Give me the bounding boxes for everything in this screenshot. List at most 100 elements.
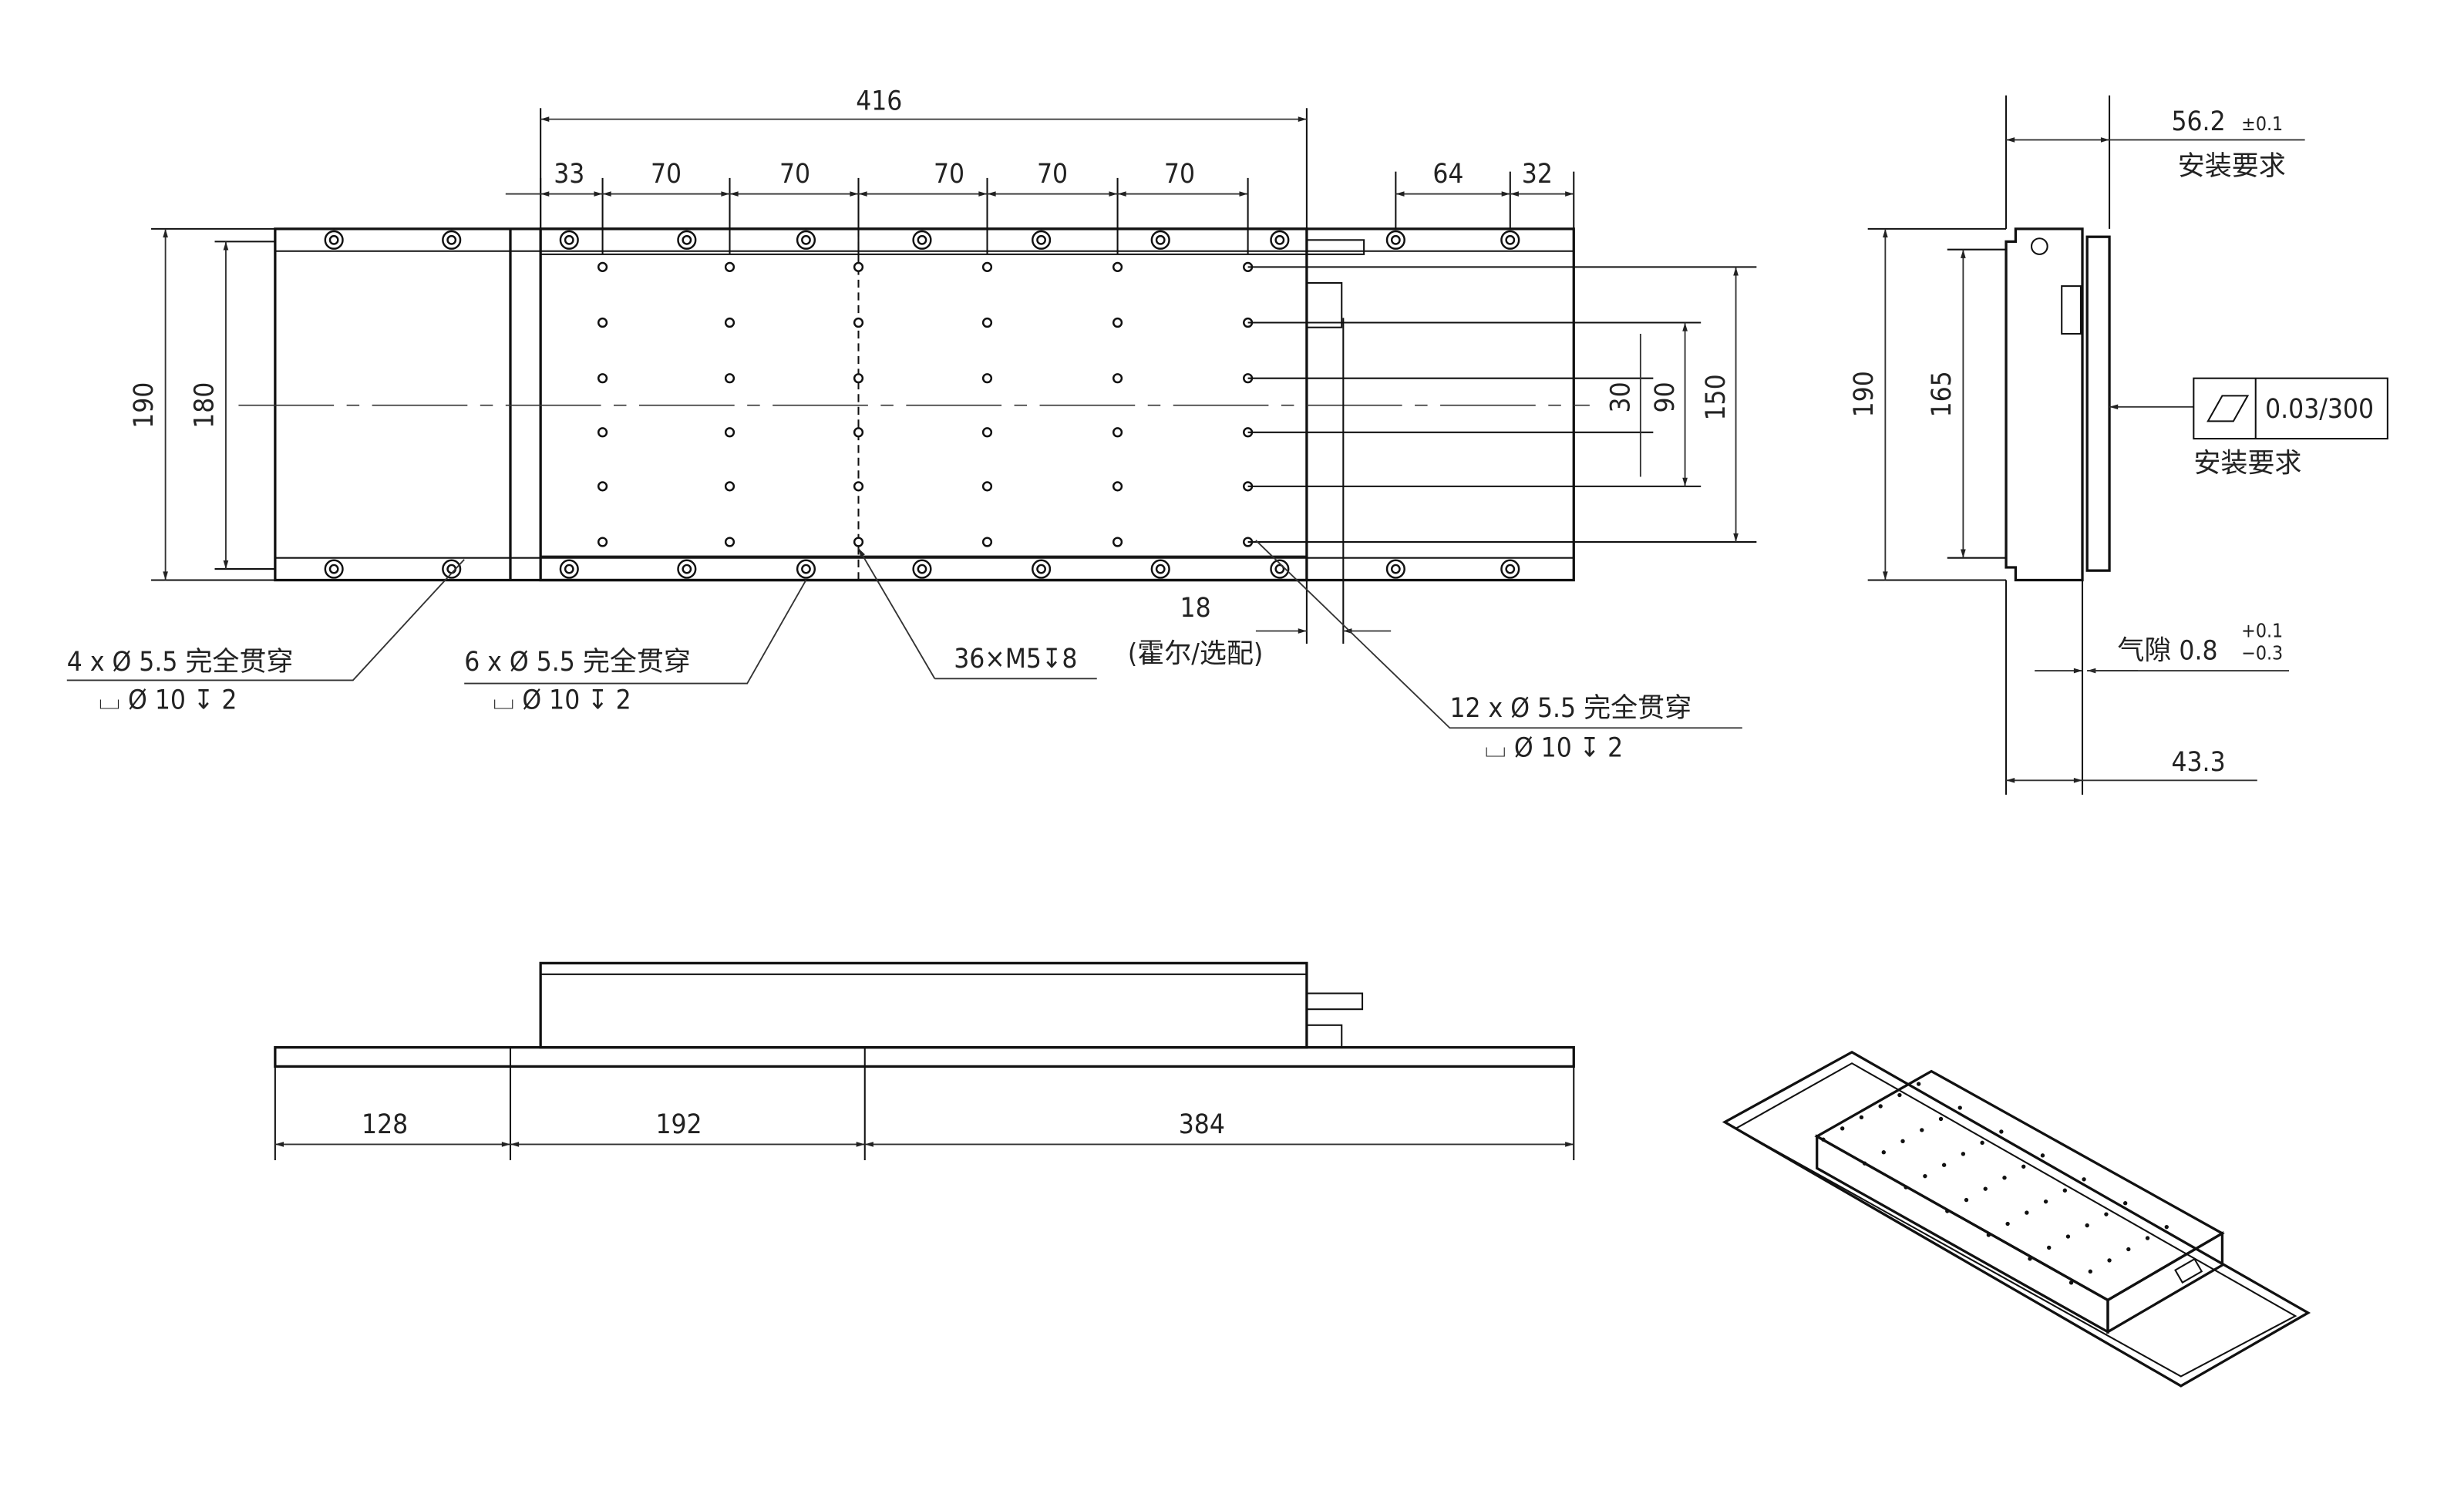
- iso-hole: [2047, 1245, 2052, 1250]
- dim-56-2-tol: ±0.1: [2241, 113, 2283, 135]
- iso-hole: [1821, 1137, 1826, 1142]
- mount-hole: [724, 481, 735, 492]
- iso-hole: [1983, 1186, 1988, 1191]
- dim-pitch: 70: [1037, 158, 1068, 190]
- iso-hole: [1904, 1185, 1908, 1189]
- mount-hole: [597, 481, 608, 492]
- dim-150: 150: [1700, 374, 1732, 420]
- mount-hole: [1112, 481, 1123, 492]
- iso-hole: [1957, 1105, 1962, 1110]
- through-hole: [1390, 234, 1401, 245]
- callout-mid-bottom: ⌴ Ø 10 ↧ 2: [493, 685, 631, 716]
- through-hole: [1155, 564, 1166, 574]
- through-hole: [682, 564, 692, 574]
- mount-hole: [853, 261, 864, 272]
- mount-hole: [597, 317, 608, 328]
- mount-hole: [597, 261, 608, 272]
- callout-left-top: 4 x Ø 5.5 完全贯穿: [67, 646, 294, 678]
- dim-pitch: 70: [779, 158, 810, 190]
- mount-hole: [1112, 427, 1123, 438]
- mount-hole: [981, 537, 993, 547]
- dim-64: 64: [1432, 158, 1463, 190]
- mount-hole: [724, 373, 735, 384]
- air-gap-label: 气隙 0.8: [2117, 635, 2217, 667]
- end-view: 56.2 ±0.1 安装要求 190 165 0.03/300 安装要求 气隙 …: [1848, 95, 2388, 795]
- through-hole: [917, 234, 927, 245]
- dim-384: 384: [1179, 1109, 1225, 1140]
- iso-hole: [2126, 1247, 2131, 1252]
- through-hole: [1274, 564, 1285, 574]
- dim-165: 165: [1926, 371, 1957, 417]
- iso-hole: [2043, 1199, 2048, 1204]
- iso-hole: [1881, 1150, 1886, 1155]
- callout-right-top: 12 x Ø 5.5 完全贯穿: [1449, 692, 1691, 724]
- iso-hole: [1986, 1233, 1991, 1237]
- mount-hole: [597, 427, 608, 438]
- iso-hole: [2025, 1210, 2029, 1215]
- dim-416: 416: [856, 85, 902, 116]
- iso-hole: [2082, 1177, 2086, 1182]
- dim-43-3: 43.3: [2171, 746, 2225, 778]
- iso-hole: [2028, 1257, 2032, 1261]
- dim-32: 32: [1522, 158, 1553, 190]
- iso-hole: [2104, 1212, 2109, 1216]
- dim-128: 128: [362, 1109, 408, 1140]
- dim-30: 30: [1604, 382, 1636, 412]
- through-hole: [328, 234, 339, 245]
- mount-hole: [853, 427, 864, 438]
- mount-hole: [597, 373, 608, 384]
- through-hole: [801, 564, 811, 574]
- through-hole: [1036, 564, 1046, 574]
- cable-connector: [1305, 239, 1365, 255]
- side-view: 128 192 384: [274, 961, 1575, 1161]
- mount-hole: [1112, 537, 1123, 547]
- iso-hole: [2005, 1221, 2010, 1226]
- iso-hole: [2002, 1176, 2007, 1180]
- dim-190: 190: [128, 382, 160, 429]
- install-requirement: 安装要求: [2178, 150, 2286, 182]
- isometric-view: [1722, 1050, 2311, 1388]
- iso-hole: [1964, 1197, 1969, 1203]
- through-hole: [1505, 234, 1516, 245]
- through-hole: [1390, 564, 1401, 574]
- callout-mid-top: 6 x Ø 5.5 完全贯穿: [464, 646, 691, 678]
- iso-hole: [2021, 1164, 2026, 1169]
- thread-note: 36×M5↧8: [954, 643, 1077, 675]
- dim-192: 192: [655, 1109, 702, 1140]
- mount-hole: [724, 537, 735, 547]
- mount-hole: [981, 427, 993, 438]
- through-hole: [328, 564, 339, 574]
- through-hole: [446, 564, 457, 574]
- parallelism-icon: [2206, 395, 2250, 422]
- mount-hole: [724, 317, 735, 328]
- mount-hole: [853, 481, 864, 492]
- iso-hole: [2040, 1153, 2045, 1158]
- through-hole: [1155, 234, 1166, 245]
- dim-90: 90: [1649, 382, 1681, 412]
- mount-hole: [981, 317, 993, 328]
- iso-hole: [2164, 1224, 2169, 1230]
- iso-hole: [1945, 1209, 1950, 1213]
- hall-note: (霍尔/选配): [1128, 638, 1263, 670]
- dim-pitch: 70: [651, 158, 682, 190]
- iso-hole: [1923, 1173, 1927, 1179]
- iso-hole: [2085, 1223, 2089, 1228]
- iso-hole: [2145, 1236, 2150, 1240]
- iso-hole: [1897, 1092, 1902, 1098]
- dim-pitch: 70: [1164, 158, 1195, 190]
- mount-hole: [1112, 317, 1123, 328]
- mount-hole: [724, 261, 735, 272]
- through-hole: [564, 564, 574, 574]
- iso-hole: [2068, 1280, 2074, 1285]
- through-hole: [682, 234, 692, 245]
- mover-outline: [539, 227, 1308, 582]
- iso-hole: [1938, 1116, 1944, 1122]
- mount-hole: [597, 537, 608, 547]
- through-hole: [1505, 564, 1516, 574]
- mount-hole: [853, 373, 864, 384]
- dim-33: 33: [554, 158, 584, 190]
- iso-hole: [1980, 1140, 1984, 1146]
- through-hole: [1036, 234, 1046, 245]
- through-hole: [1274, 234, 1285, 245]
